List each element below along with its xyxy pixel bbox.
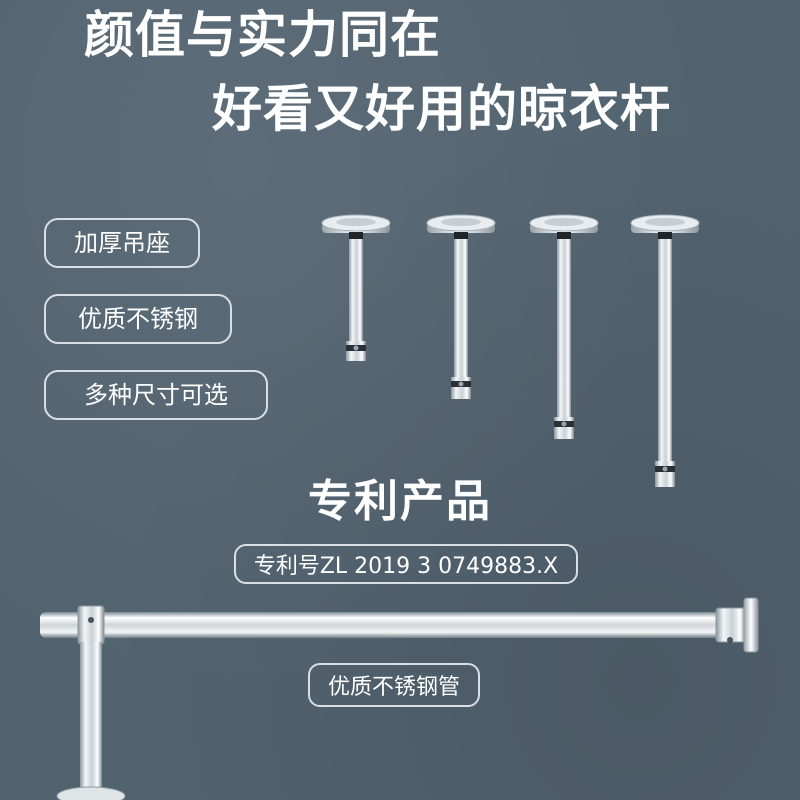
patent-product-title: 专利产品 xyxy=(308,476,492,527)
long-ceiling-mount xyxy=(529,214,599,439)
feature-badge-multiple-sizes: 多种尺寸可选 xyxy=(44,370,268,420)
medium-ceiling-mount xyxy=(426,214,496,399)
feature-badge-thick-mount: 加厚吊座 xyxy=(44,218,200,268)
headline-line-1: 颜值与实力同在 xyxy=(84,6,441,64)
horizontal-clothes-rod xyxy=(40,597,759,653)
stainless-pipe-badge: 优质不锈钢管 xyxy=(308,663,480,707)
extra-long-ceiling-mount xyxy=(630,214,700,487)
short-ceiling-mount xyxy=(321,214,391,361)
support-post xyxy=(56,642,126,800)
headline-line-2: 好看又好用的晾衣杆 xyxy=(212,80,671,138)
feature-badge-stainless-steel: 优质不锈钢 xyxy=(44,294,232,344)
patent-number-badge: 专利号ZL 2019 3 0749883.X xyxy=(234,544,578,584)
